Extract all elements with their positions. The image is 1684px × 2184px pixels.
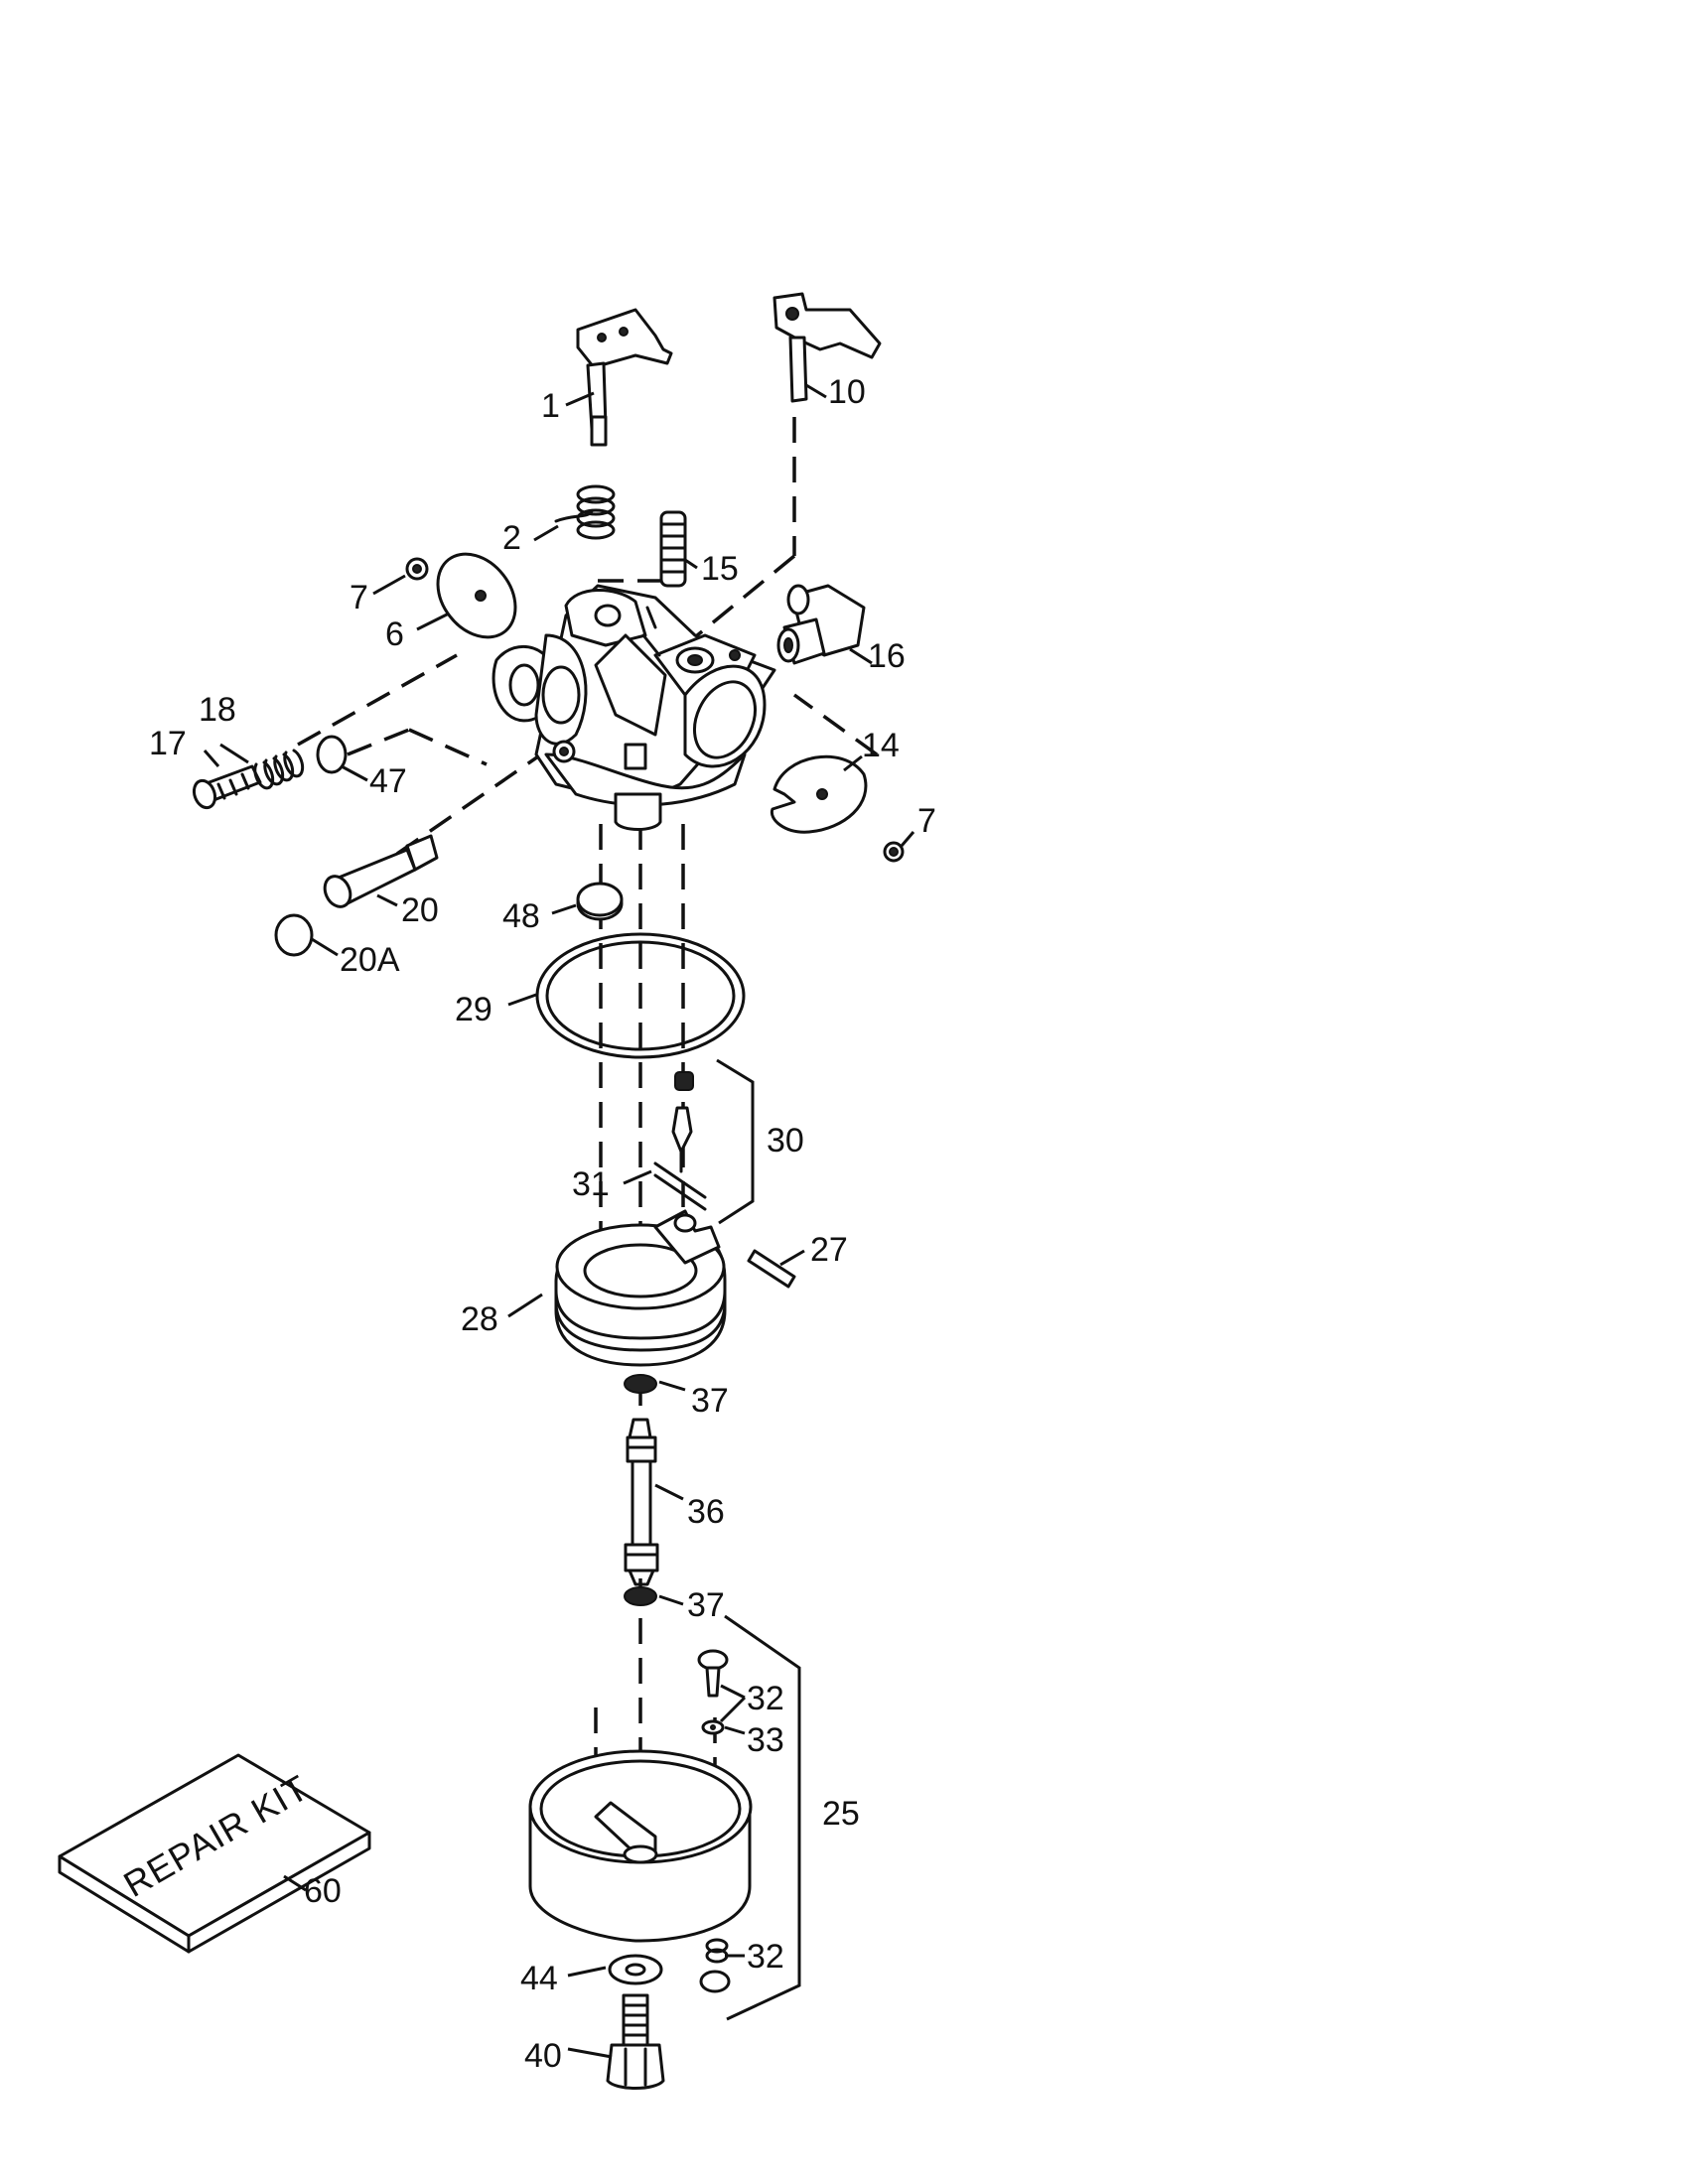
callout-1: 1 xyxy=(541,387,560,425)
welch-plug-small xyxy=(316,735,348,774)
carburetor-body xyxy=(491,584,776,831)
drain-valve-stem xyxy=(697,1649,729,1698)
callout-25: 25 xyxy=(822,1795,860,1833)
callout-15: 15 xyxy=(701,550,739,588)
callout-20: 20 xyxy=(401,891,439,929)
callout-16: 16 xyxy=(868,637,906,675)
bowl-gasket-ring xyxy=(535,932,746,1059)
callout-44: 44 xyxy=(520,1960,558,1997)
float-clip xyxy=(653,1161,707,1211)
leader-lines xyxy=(203,383,915,2059)
choke-shutter-plate xyxy=(770,754,868,834)
callout-33: 33 xyxy=(747,1721,784,1759)
callout-7-lower: 7 xyxy=(917,802,936,840)
callout-36: 36 xyxy=(687,1493,725,1531)
fuel-inlet-fitting xyxy=(776,584,866,665)
bowl-nut xyxy=(606,1993,665,2090)
callout-7-upper: 7 xyxy=(350,579,368,616)
drain-valve-spring xyxy=(699,1938,731,1993)
callout-29: 29 xyxy=(455,991,492,1028)
callout-48: 48 xyxy=(502,897,540,935)
float-bowl xyxy=(528,1749,753,1943)
choke-shaft-lever xyxy=(772,292,882,403)
idle-mixture-spring xyxy=(253,749,305,790)
repair-kit-box: REPAIR KIT xyxy=(58,1753,371,1954)
throttle-shutter-plate xyxy=(436,552,517,639)
callout-17: 17 xyxy=(149,725,187,762)
cup-plug xyxy=(274,913,314,957)
callout-20A: 20A xyxy=(340,941,400,979)
bowl-nut-washer xyxy=(608,1954,663,1985)
throttle-shaft-lever xyxy=(576,308,673,447)
main-nozzle xyxy=(323,834,439,908)
callout-27: 27 xyxy=(810,1231,848,1269)
callout-18: 18 xyxy=(199,691,236,729)
welch-plug-large xyxy=(576,882,624,921)
callout-32-upper: 32 xyxy=(747,1680,784,1717)
inlet-needle-seat xyxy=(671,1071,694,1173)
callout-40: 40 xyxy=(524,2037,562,2075)
drain-valve-washer xyxy=(701,1719,725,1735)
shutter-screw-lower xyxy=(883,841,905,863)
callout-37-lower: 37 xyxy=(687,1586,725,1624)
callout-28: 28 xyxy=(461,1300,498,1338)
nozzle-gasket-upper xyxy=(624,1374,657,1394)
throttle-return-spring xyxy=(554,484,616,540)
callout-6: 6 xyxy=(385,615,404,653)
callout-47: 47 xyxy=(369,762,407,800)
shutter-screw-upper xyxy=(405,557,429,581)
float-pin xyxy=(747,1249,796,1289)
main-nozzle-tube xyxy=(624,1418,659,1586)
callout-14: 14 xyxy=(862,727,900,764)
idle-screw-spring xyxy=(659,510,687,588)
callout-10: 10 xyxy=(828,373,866,411)
idle-mixture-screw xyxy=(192,764,262,810)
callout-31: 31 xyxy=(572,1165,610,1203)
callout-labels: 1 2 6 7 7 10 14 15 16 17 18 20 20A 47 48… xyxy=(149,373,936,2075)
callout-37-upper: 37 xyxy=(691,1382,729,1420)
callout-32-lower: 32 xyxy=(747,1938,784,1976)
group-brackets xyxy=(716,1058,801,2021)
float xyxy=(554,1209,727,1367)
callout-30: 30 xyxy=(767,1122,804,1160)
callout-2: 2 xyxy=(502,519,521,557)
callout-60: 60 xyxy=(304,1872,342,1910)
nozzle-gasket-lower xyxy=(624,1586,657,1606)
